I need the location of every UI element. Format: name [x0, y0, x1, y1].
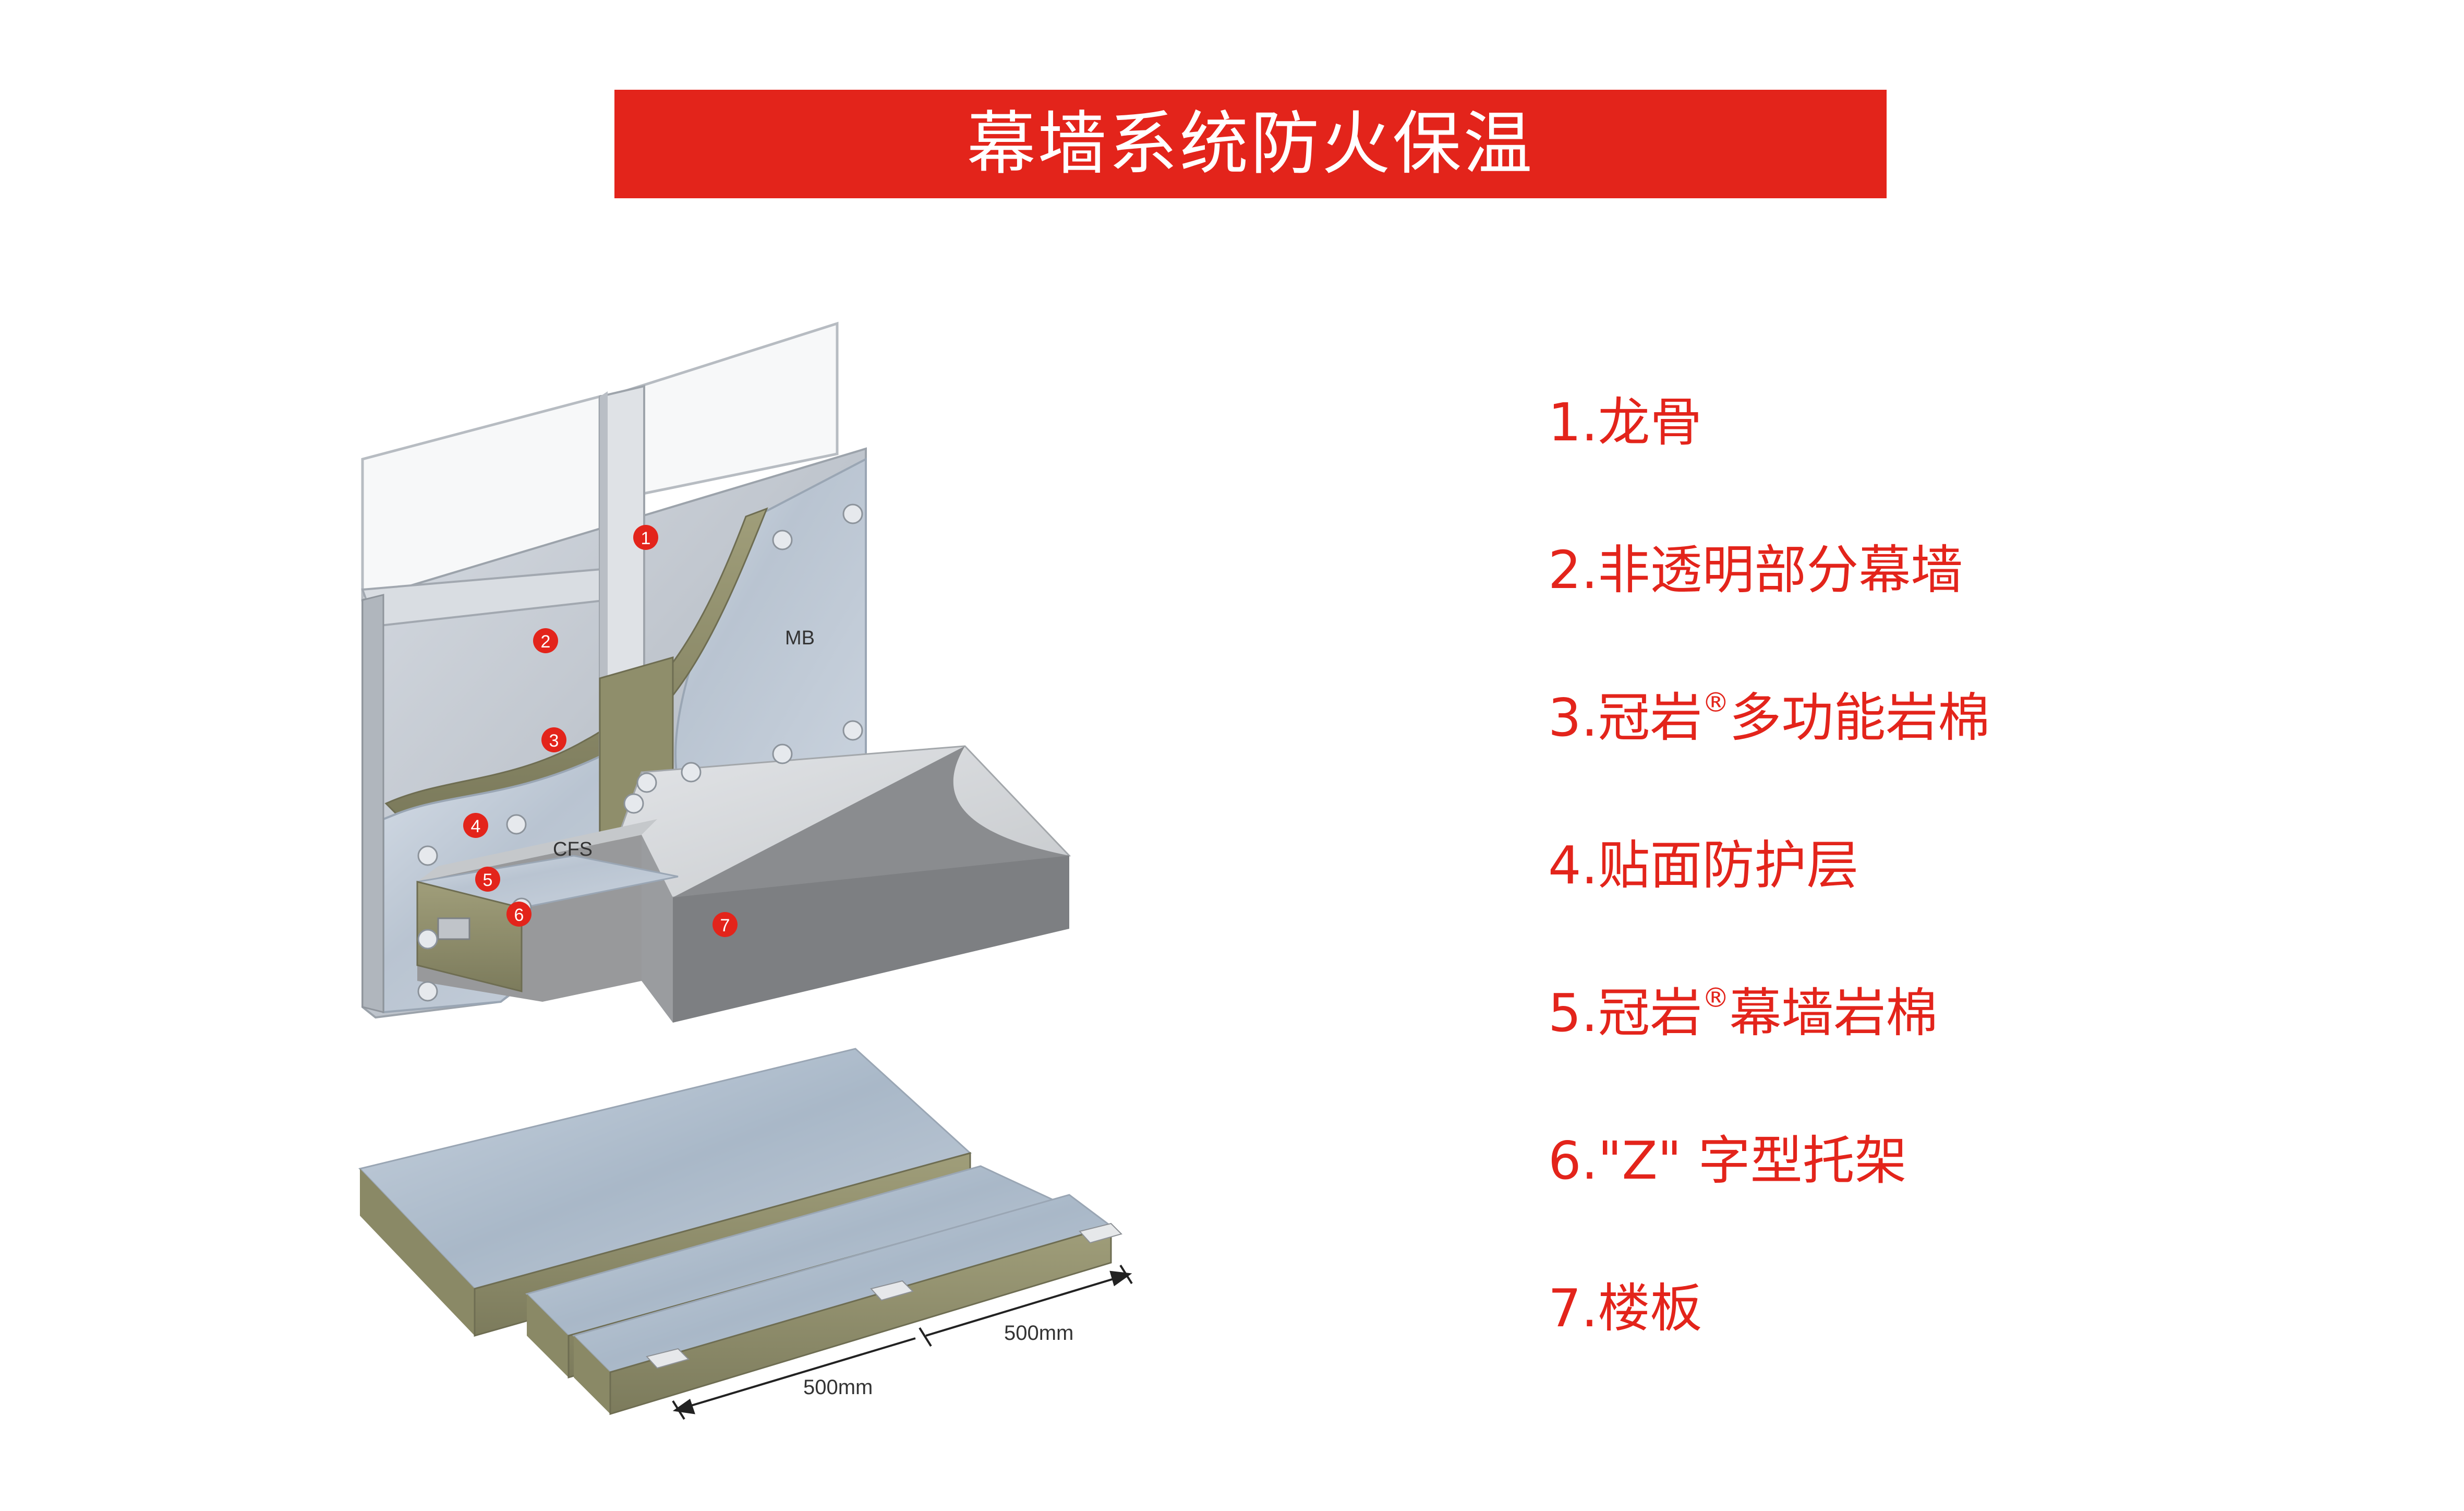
svg-text:5: 5	[483, 870, 493, 890]
legend-item-3: 3.冠岩®多功能岩棉	[1548, 687, 1990, 748]
marker-7: 7	[712, 912, 738, 937]
title-banner: 幕墙系统防火保温	[614, 90, 1887, 198]
insulation-boards	[358, 1048, 1122, 1416]
cfs-block	[416, 855, 679, 992]
label-cfs: CFS	[553, 838, 593, 860]
svg-text:7: 7	[720, 916, 730, 936]
marker-3: 3	[541, 727, 566, 752]
marker-6: 6	[506, 902, 532, 927]
svg-text:3: 3	[549, 731, 559, 751]
dimension-label-1: 500mm	[1004, 1322, 1073, 1345]
frame-left-edge	[361, 594, 384, 1013]
legend-item-1: 1.龙骨	[1548, 392, 1702, 453]
svg-text:4: 4	[471, 817, 481, 836]
dimension-label-2: 500mm	[803, 1376, 873, 1399]
marker-1: 1	[633, 525, 658, 550]
dimension-lines	[672, 1264, 1133, 1420]
svg-text:1: 1	[641, 529, 651, 548]
marker-2: 2	[533, 628, 558, 653]
marker-4: 4	[463, 813, 488, 838]
marker-5: 5	[475, 867, 500, 892]
legend-item-7: 7.楼板	[1548, 1278, 1702, 1339]
legend-item-5: 5.冠岩®幕墙岩棉	[1548, 982, 1938, 1044]
floor-slab	[417, 745, 1071, 1023]
page-title: 幕墙系统防火保温	[967, 104, 1535, 184]
legend-item-2: 2.非透明部分幕墙	[1548, 539, 1963, 601]
legend-item-4: 4.贴面防护层	[1548, 835, 1859, 896]
label-mb: MB	[785, 627, 815, 649]
svg-text:2: 2	[541, 632, 551, 652]
svg-text:6: 6	[514, 905, 524, 925]
legend-item-6: 6."Z" 字型托架	[1548, 1130, 1907, 1191]
glass-panes	[361, 321, 839, 602]
